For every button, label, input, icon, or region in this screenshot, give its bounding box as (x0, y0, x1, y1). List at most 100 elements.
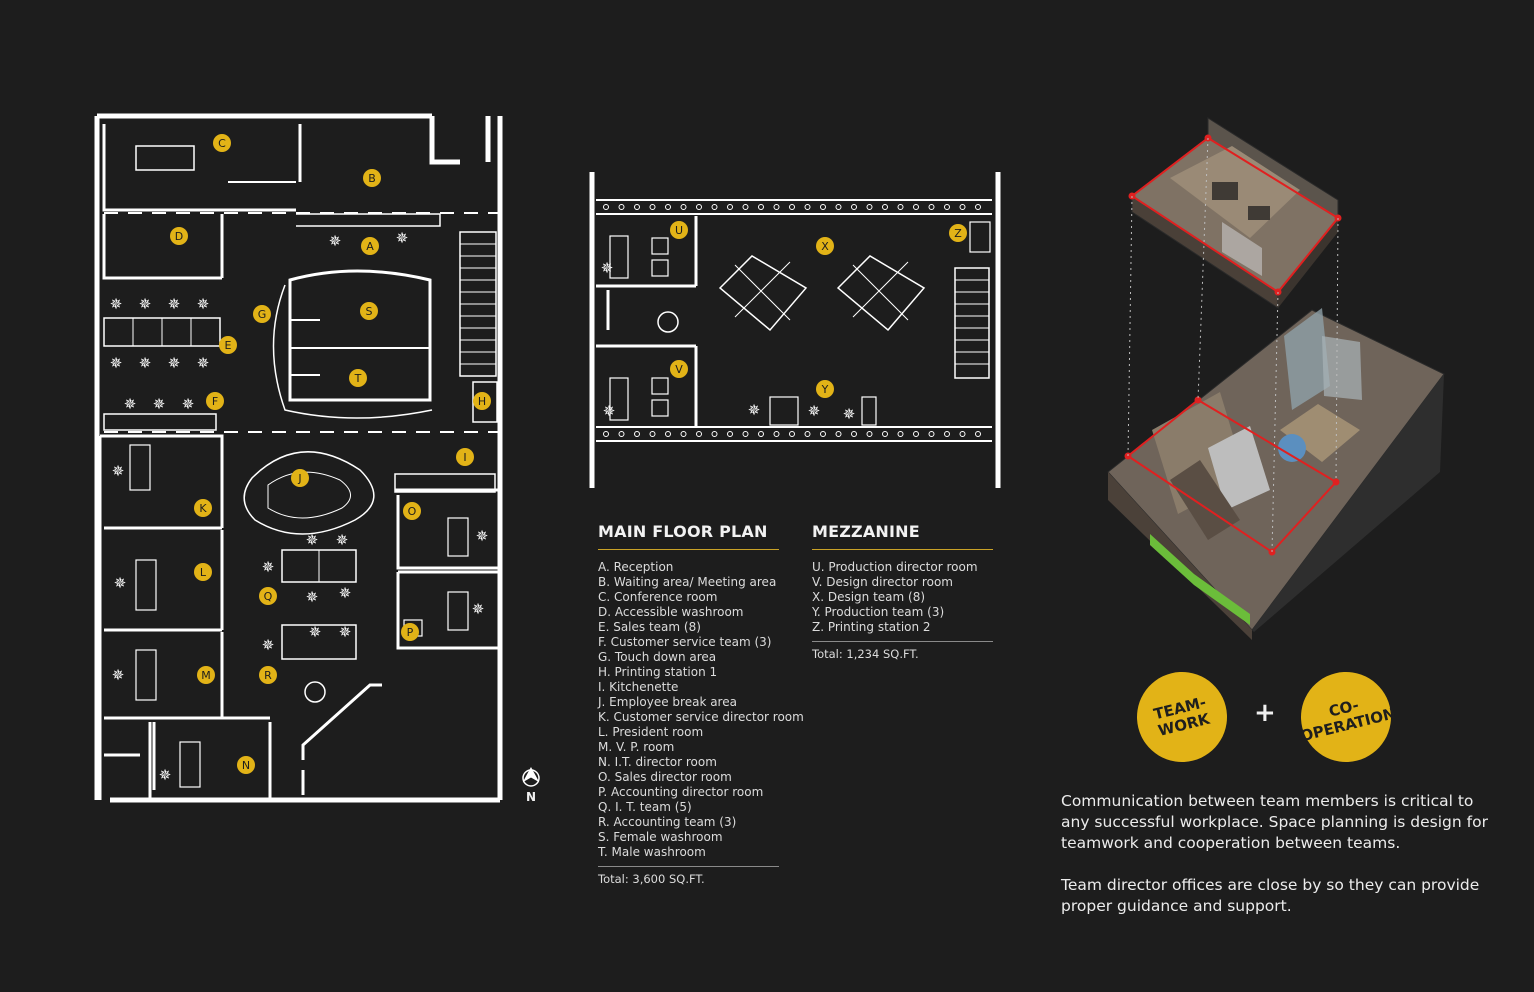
svg-text:✵: ✵ (139, 295, 152, 313)
svg-text:I: I (463, 451, 466, 464)
room-marker-z: Z (949, 224, 967, 242)
room-marker-c: C (213, 134, 231, 152)
title-divider (812, 549, 993, 550)
main-floor-total: Total: 3,600 SQ.FT. (598, 872, 705, 886)
svg-text:V: V (675, 363, 683, 376)
svg-text:N: N (242, 759, 250, 772)
legend-item: A. Reception (598, 560, 674, 574)
svg-text:✵: ✵ (396, 229, 409, 247)
svg-text:✵: ✵ (159, 766, 172, 784)
legend-item: V. Design director room (812, 575, 953, 589)
legend-item: R. Accounting team (3) (598, 815, 737, 829)
room-marker-k: K (194, 499, 212, 517)
north-arrow-icon (522, 766, 540, 787)
legend-item: J. Employee break area (598, 695, 737, 709)
legend-item: F. Customer service team (3) (598, 635, 772, 649)
svg-text:✵: ✵ (197, 354, 210, 372)
legend-item: H. Printing station 1 (598, 665, 718, 679)
svg-text:U: U (675, 224, 683, 237)
mezzanine-legend: MEZZANINE U. Production director room V.… (812, 522, 993, 661)
svg-text:✵: ✵ (168, 295, 181, 313)
svg-text:✵: ✵ (476, 527, 489, 545)
room-marker-q: Q (259, 587, 277, 605)
svg-text:✵: ✵ (168, 354, 181, 372)
legend-item: T. Male washroom (598, 845, 706, 859)
svg-text:✵: ✵ (339, 584, 352, 602)
svg-text:✵: ✵ (339, 623, 352, 641)
legend-item: K. Customer service director room (598, 710, 804, 724)
room-marker-u: U (670, 221, 688, 239)
svg-text:✵: ✵ (472, 600, 485, 618)
legend-item: U. Production director room (812, 560, 978, 574)
legend-item: L. President room (598, 725, 704, 739)
svg-text:X: X (821, 240, 829, 253)
legend-item: I. Kitchenette (598, 680, 679, 694)
svg-text:✵: ✵ (110, 295, 123, 313)
room-marker-f: F (206, 392, 224, 410)
svg-text:Y: Y (821, 383, 829, 396)
room-marker-x: X (816, 237, 834, 255)
room-marker-r: R (259, 666, 277, 684)
legend-item: G. Touch down area (598, 650, 717, 664)
main-floor-plan (94, 113, 503, 803)
main-floor-list: A. Reception B. Waiting area/ Meeting ar… (598, 560, 804, 860)
svg-text:✵: ✵ (748, 401, 761, 419)
legend-item: D. Accessible washroom (598, 605, 744, 619)
legend-item: N. I.T. director room (598, 755, 717, 769)
room-marker-l: L (194, 563, 212, 581)
room-marker-p: P (401, 623, 419, 641)
svg-text:✵: ✵ (262, 636, 275, 654)
svg-text:✵: ✵ (139, 354, 152, 372)
svg-text:C: C (218, 137, 226, 150)
room-marker-e: E (219, 336, 237, 354)
svg-text:J: J (297, 472, 301, 485)
main-floor-legend: MAIN FLOOR PLAN A. Reception B. Waiting … (598, 522, 804, 886)
room-marker-m: M (197, 666, 215, 684)
mezzanine-title: MEZZANINE (812, 522, 920, 541)
svg-text:✵: ✵ (336, 531, 349, 549)
mezzanine-plan (589, 172, 1001, 488)
svg-text:✵: ✵ (329, 232, 342, 250)
svg-text:✵: ✵ (112, 666, 125, 684)
mezzanine-seats: ✵✵ ✵✵✵ (601, 259, 856, 423)
svg-text:F: F (212, 395, 218, 408)
svg-text:✵: ✵ (601, 259, 614, 277)
legend-item: Z. Printing station 2 (812, 620, 931, 634)
legend-item: B. Waiting area/ Meeting area (598, 575, 777, 589)
svg-text:✵: ✵ (110, 354, 123, 372)
svg-text:✵: ✵ (124, 395, 137, 413)
svg-text:O: O (408, 505, 417, 518)
svg-text:B: B (368, 172, 376, 185)
main-floor-seats: ✵✵✵✵ ✵✵✵✵ ✵✵✵ ✵✵ ✵✵ ✵ ✵✵ ✵✵✵ ✵✵✵✵ ✵✵ (110, 229, 489, 784)
room-marker-o: O (403, 502, 421, 520)
svg-text:R: R (264, 669, 272, 682)
legend-item: O. Sales director room (598, 770, 732, 784)
total-divider (598, 866, 779, 867)
main-floor-title: MAIN FLOOR PLAN (598, 522, 768, 541)
svg-text:Z: Z (954, 227, 962, 240)
legend-item: C. Conference room (598, 590, 718, 604)
room-marker-t: T (349, 369, 367, 387)
svg-text:✵: ✵ (182, 395, 195, 413)
description-paragraph-1: Communication between team members is cr… (1061, 792, 1488, 852)
room-marker-j: J (291, 469, 309, 487)
title-divider (598, 549, 779, 550)
room-marker-n: N (237, 756, 255, 774)
room-marker-v: V (670, 360, 688, 378)
description-paragraph-2: Team director offices are close by so th… (1061, 876, 1480, 915)
room-marker-g: G (253, 305, 271, 323)
room-marker-d: D (170, 227, 188, 245)
mezzanine-markers: U V X Y Z (670, 221, 967, 398)
svg-text:T: T (354, 372, 362, 385)
svg-text:✵: ✵ (603, 402, 616, 420)
room-marker-i: I (456, 448, 474, 466)
legend-item: S. Female washroom (598, 830, 723, 844)
axonometric-view (1107, 117, 1445, 640)
svg-text:✵: ✵ (197, 295, 210, 313)
legend-item: E. Sales team (8) (598, 620, 701, 634)
svg-text:A: A (366, 240, 374, 253)
svg-text:✵: ✵ (262, 558, 275, 576)
svg-text:H: H (478, 395, 486, 408)
